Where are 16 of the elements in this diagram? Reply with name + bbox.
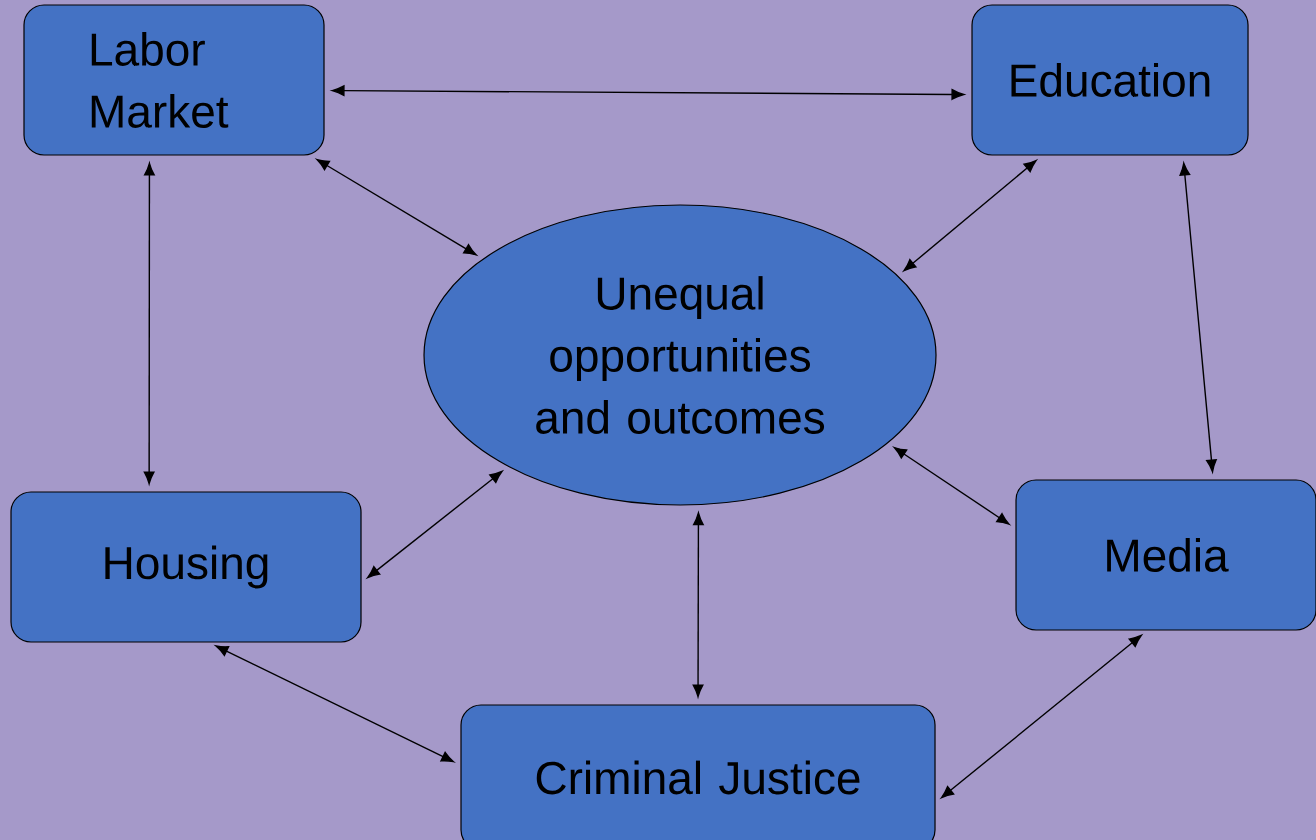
- arrow: [143, 162, 155, 485]
- arrow: [940, 634, 1142, 799]
- arrow: [903, 159, 1037, 272]
- arrow: [215, 645, 455, 763]
- ellipse-node: Unequal opportunities and outcomes: [423, 204, 937, 506]
- arrow: [366, 470, 503, 579]
- arrow: [893, 446, 1010, 525]
- rounded-box: Labor Market: [23, 4, 325, 156]
- arrow: [692, 512, 704, 698]
- rounded-box: Housing: [10, 491, 362, 643]
- rounded-box: Education: [971, 4, 1249, 156]
- rounded-box: Criminal Justice: [460, 704, 936, 840]
- arrow: [316, 158, 477, 256]
- arrow: [331, 85, 965, 100]
- arrow: [1179, 162, 1217, 473]
- rounded-box: Media: [1015, 479, 1316, 631]
